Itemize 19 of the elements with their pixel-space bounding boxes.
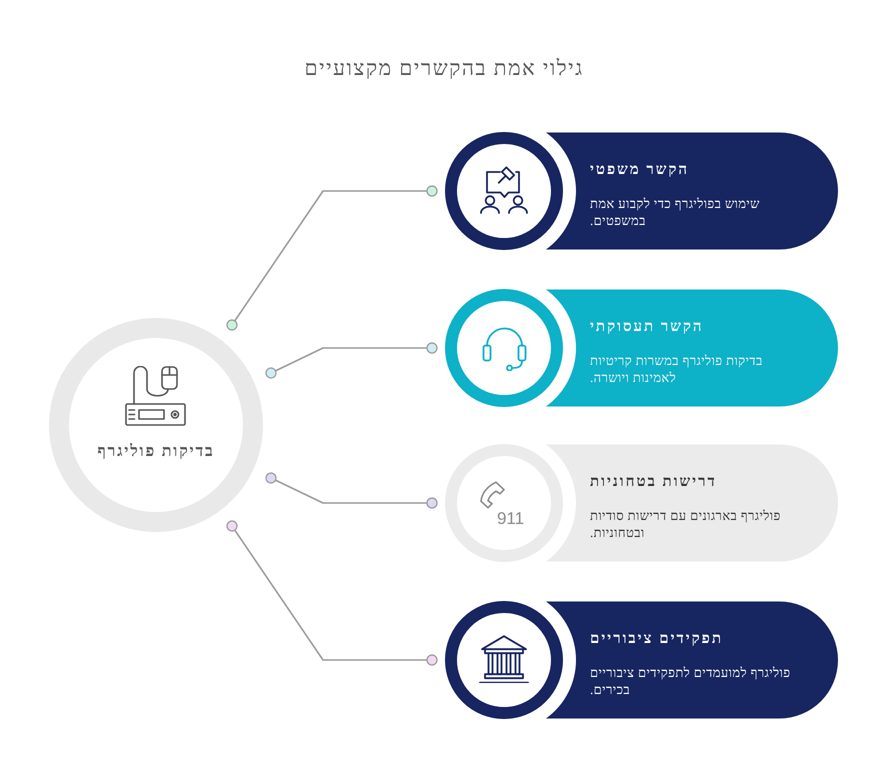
icon-number: 911 xyxy=(496,510,524,528)
card-text: בדיקות פוליגרף במשרות קריטיות לאמינות ויושרה. xyxy=(590,352,764,386)
card xyxy=(445,132,838,250)
connector xyxy=(265,342,438,379)
card-heading: הקשר תעסוקתי xyxy=(590,318,704,336)
connector xyxy=(226,185,438,331)
connector xyxy=(226,520,438,666)
card-heading: הקשר משפטי xyxy=(590,161,690,179)
card-heading: תפקידים ציבוריים xyxy=(590,630,723,648)
card-text: שימוש בפוליגרף כדי לקבוע אמת במשפטים. xyxy=(590,194,761,228)
card-text: פוליגרף למועמדים לתפקידים ציבוריים בכירים. xyxy=(590,664,792,698)
circle-label: בדיקות פוליגרף xyxy=(97,442,215,462)
connector xyxy=(265,472,438,509)
card-heading: דרישות בטחוניות xyxy=(590,473,717,491)
card-text: פוליגרף בארגונים עם דרישות סודיות ובטחוניות. xyxy=(590,506,782,540)
card xyxy=(445,289,838,407)
title: גילוי אמת בהקשרים מקצועיים xyxy=(304,55,584,81)
card xyxy=(445,444,838,562)
card xyxy=(445,601,838,719)
